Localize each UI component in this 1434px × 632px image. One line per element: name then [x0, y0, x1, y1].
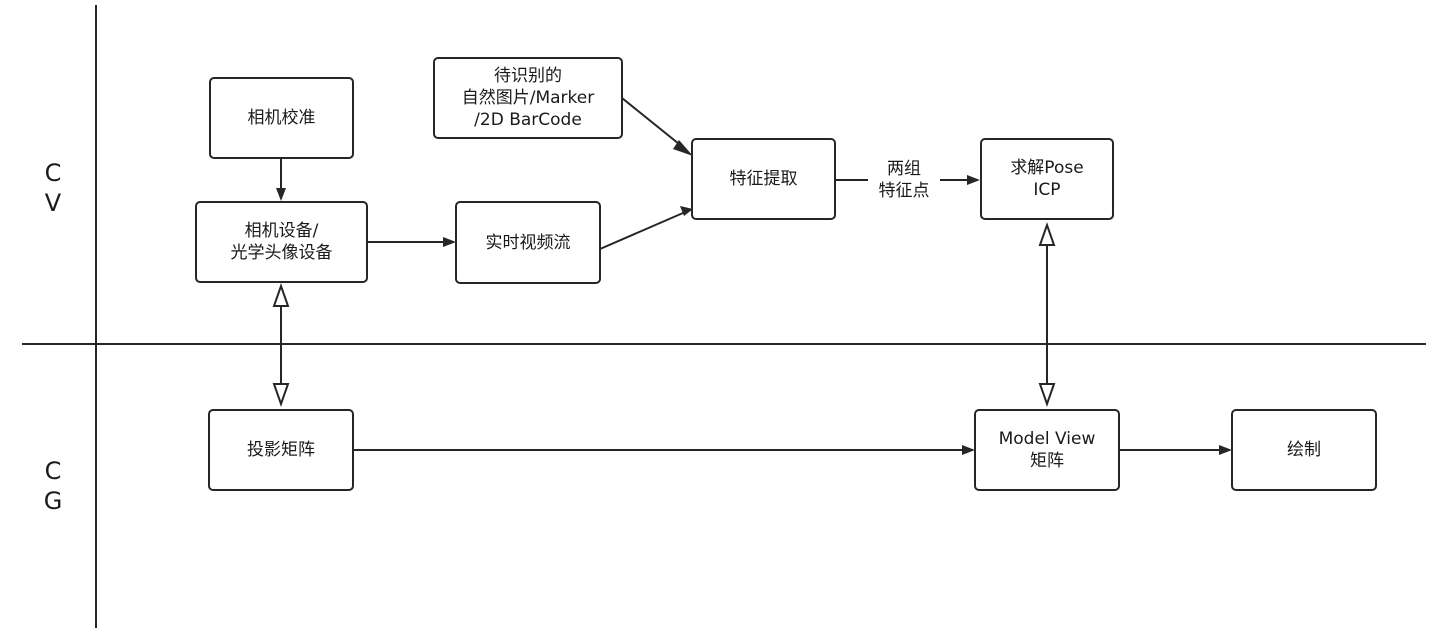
node-camera-device: 相机设备/ 光学头像设备 — [195, 201, 368, 283]
node-video-stream: 实时视频流 — [455, 201, 601, 284]
node-render: 绘制 — [1231, 409, 1377, 491]
edge-device-projection-arrowhead-up — [272, 282, 290, 307]
node-feature-extract: 特征提取 — [691, 138, 836, 220]
node-solve-pose: 求解Pose ICP — [980, 138, 1114, 220]
edge-feature-to-pose-arrowhead — [967, 175, 980, 185]
edge-modelview-to-render-arrowhead — [1219, 445, 1232, 455]
edge-video-to-feature — [599, 212, 684, 250]
edge-video-to-feature-arrowhead — [680, 206, 693, 216]
node-projection-matrix: 投影矩阵 — [208, 409, 354, 491]
edge-pose-modelview-arrowhead-down — [1038, 383, 1056, 408]
lane-label-cv: C V — [44, 159, 62, 217]
edge-device-projection-arrowhead-down — [272, 383, 290, 408]
edge-label-feature-points: 两组 特征点 — [868, 158, 940, 202]
node-model-view: Model View 矩阵 — [974, 409, 1120, 491]
edge-projection-to-modelview-arrowhead — [962, 445, 975, 455]
lane-label-cg: C G — [43, 457, 63, 515]
edge-target-to-feature — [621, 97, 685, 149]
node-camera-calibration: 相机校准 — [209, 77, 354, 159]
edge-target-to-feature-arrowhead — [673, 140, 693, 156]
edge-device-to-video-arrowhead — [443, 237, 456, 247]
edge-calibration-to-device-arrowhead — [276, 188, 286, 201]
node-target-image: 待识别的 自然图片/Marker /2D BarCode — [433, 57, 623, 139]
edge-pose-modelview-arrowhead-up — [1038, 221, 1056, 246]
